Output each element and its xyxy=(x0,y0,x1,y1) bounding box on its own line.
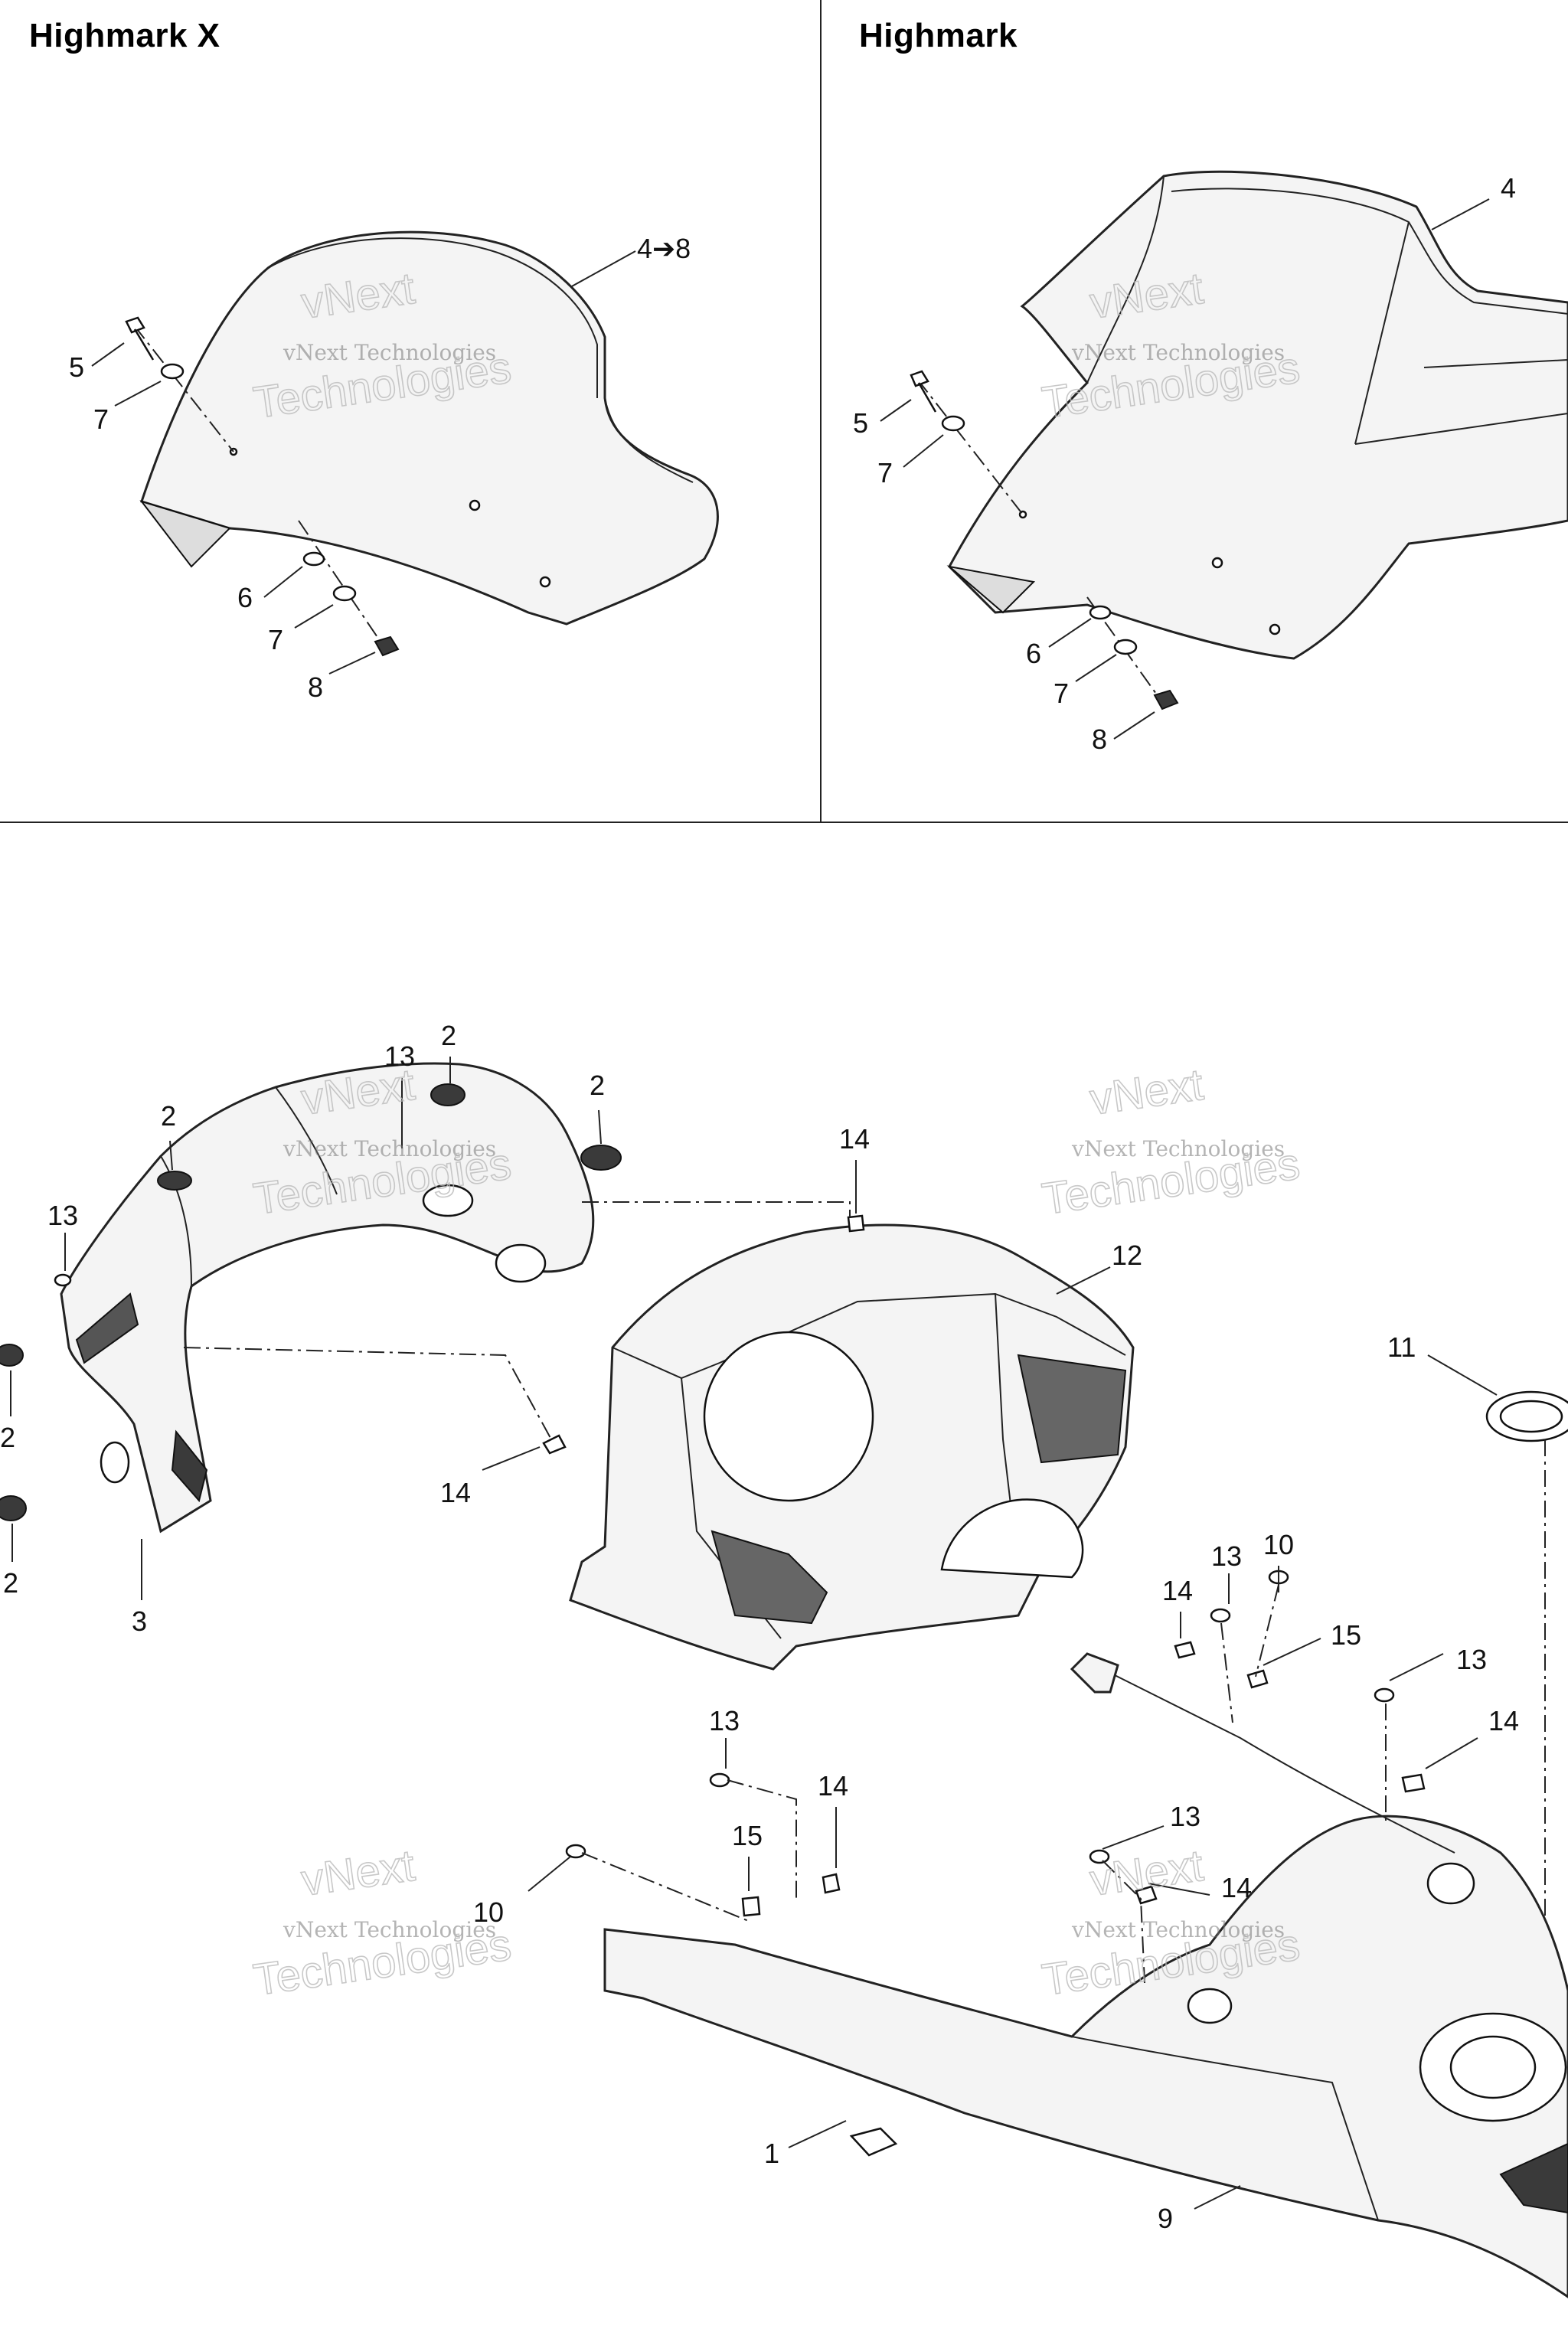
svg-text:vNext Technologies: vNext Technologies xyxy=(1071,1136,1285,1161)
svg-text:vNext Technologies: vNext Technologies xyxy=(1071,1917,1285,1942)
callout-10: 10 xyxy=(473,1896,504,1928)
part-1-bracket xyxy=(849,2127,898,2157)
callout-4: 4 xyxy=(1501,172,1516,204)
callout-1: 1 xyxy=(764,2138,779,2169)
windshield-highmark-x xyxy=(139,230,719,626)
svg-text:vNext Technologies: vNext Technologies xyxy=(283,340,496,365)
part-9-lower-console xyxy=(603,1652,1568,2298)
callout-12: 12 xyxy=(1112,1240,1142,1271)
callout-13: 13 xyxy=(47,1200,78,1231)
alignment-lines xyxy=(183,1201,1387,1984)
watermark-5: vNext vNext Technologies Technologies xyxy=(250,1840,514,2006)
panel-title-highmark-x: Highmark X xyxy=(29,17,220,54)
part-11-ring xyxy=(1485,1390,1568,1929)
callout-14: 14 xyxy=(1488,1705,1519,1736)
callout-11: 11 xyxy=(1387,1331,1416,1363)
svg-text:vNext: vNext xyxy=(1087,1060,1207,1125)
svg-text:vNext Technologies: vNext Technologies xyxy=(283,1917,496,1942)
callout-5: 5 xyxy=(69,351,84,383)
callout-13: 13 xyxy=(384,1040,415,1072)
callout-14: 14 xyxy=(818,1770,848,1802)
callout-15: 15 xyxy=(1331,1619,1361,1651)
watermark-1: vNext vNext Technologies Technologies xyxy=(250,263,514,429)
callout-8: 8 xyxy=(1092,724,1107,755)
callout-13: 13 xyxy=(1211,1540,1242,1572)
svg-text:vNext: vNext xyxy=(299,1841,418,1906)
part-3-visor-frame xyxy=(60,1062,595,1534)
svg-text:vNext Technologies: vNext Technologies xyxy=(283,1136,496,1161)
callout-3: 3 xyxy=(132,1606,147,1637)
callout-7: 7 xyxy=(93,403,109,435)
callout-2: 2 xyxy=(590,1070,605,1101)
part-12-gauge-housing xyxy=(569,1223,1135,1671)
callout-13: 13 xyxy=(1170,1801,1200,1832)
callout-15: 15 xyxy=(732,1820,763,1851)
hardware-highmark xyxy=(910,370,1179,710)
svg-text:vNext: vNext xyxy=(1087,1841,1207,1906)
callout-2: 2 xyxy=(0,1422,15,1453)
callout-13: 13 xyxy=(1456,1644,1487,1675)
windshield-highmark xyxy=(946,170,1568,660)
callout-7: 7 xyxy=(1054,678,1069,709)
callout-14: 14 xyxy=(1221,1872,1252,1903)
callout-6: 6 xyxy=(1026,638,1041,669)
callout-4-8: 4➔8 xyxy=(637,233,691,264)
callout-7: 7 xyxy=(877,457,893,488)
grommets-2 xyxy=(0,1083,622,1521)
callout-5: 5 xyxy=(853,407,868,439)
callout-7: 7 xyxy=(268,624,283,655)
leader-lines xyxy=(10,198,1498,2210)
callout-9: 9 xyxy=(1158,2203,1173,2234)
callout-2: 2 xyxy=(441,1020,456,1051)
callout-14: 14 xyxy=(1162,1575,1193,1606)
callout-14: 14 xyxy=(440,1477,471,1508)
svg-text:vNext Technologies: vNext Technologies xyxy=(1071,340,1285,365)
callout-8: 8 xyxy=(308,671,323,703)
panel-title-highmark: Highmark xyxy=(859,17,1018,54)
callouts: 4➔8 5 7 6 7 8 4 5 7 6 7 8 13 2 2 2 13 2 … xyxy=(0,172,1519,2234)
callout-2: 2 xyxy=(3,1567,18,1599)
hardware-highmark-x xyxy=(125,316,400,657)
callout-2: 2 xyxy=(161,1100,176,1132)
callout-6: 6 xyxy=(237,582,253,613)
callout-13: 13 xyxy=(709,1705,740,1736)
callout-14: 14 xyxy=(839,1123,870,1155)
watermark-4: vNext vNext Technologies Technologies xyxy=(1038,1059,1303,1225)
callout-10: 10 xyxy=(1263,1529,1294,1560)
